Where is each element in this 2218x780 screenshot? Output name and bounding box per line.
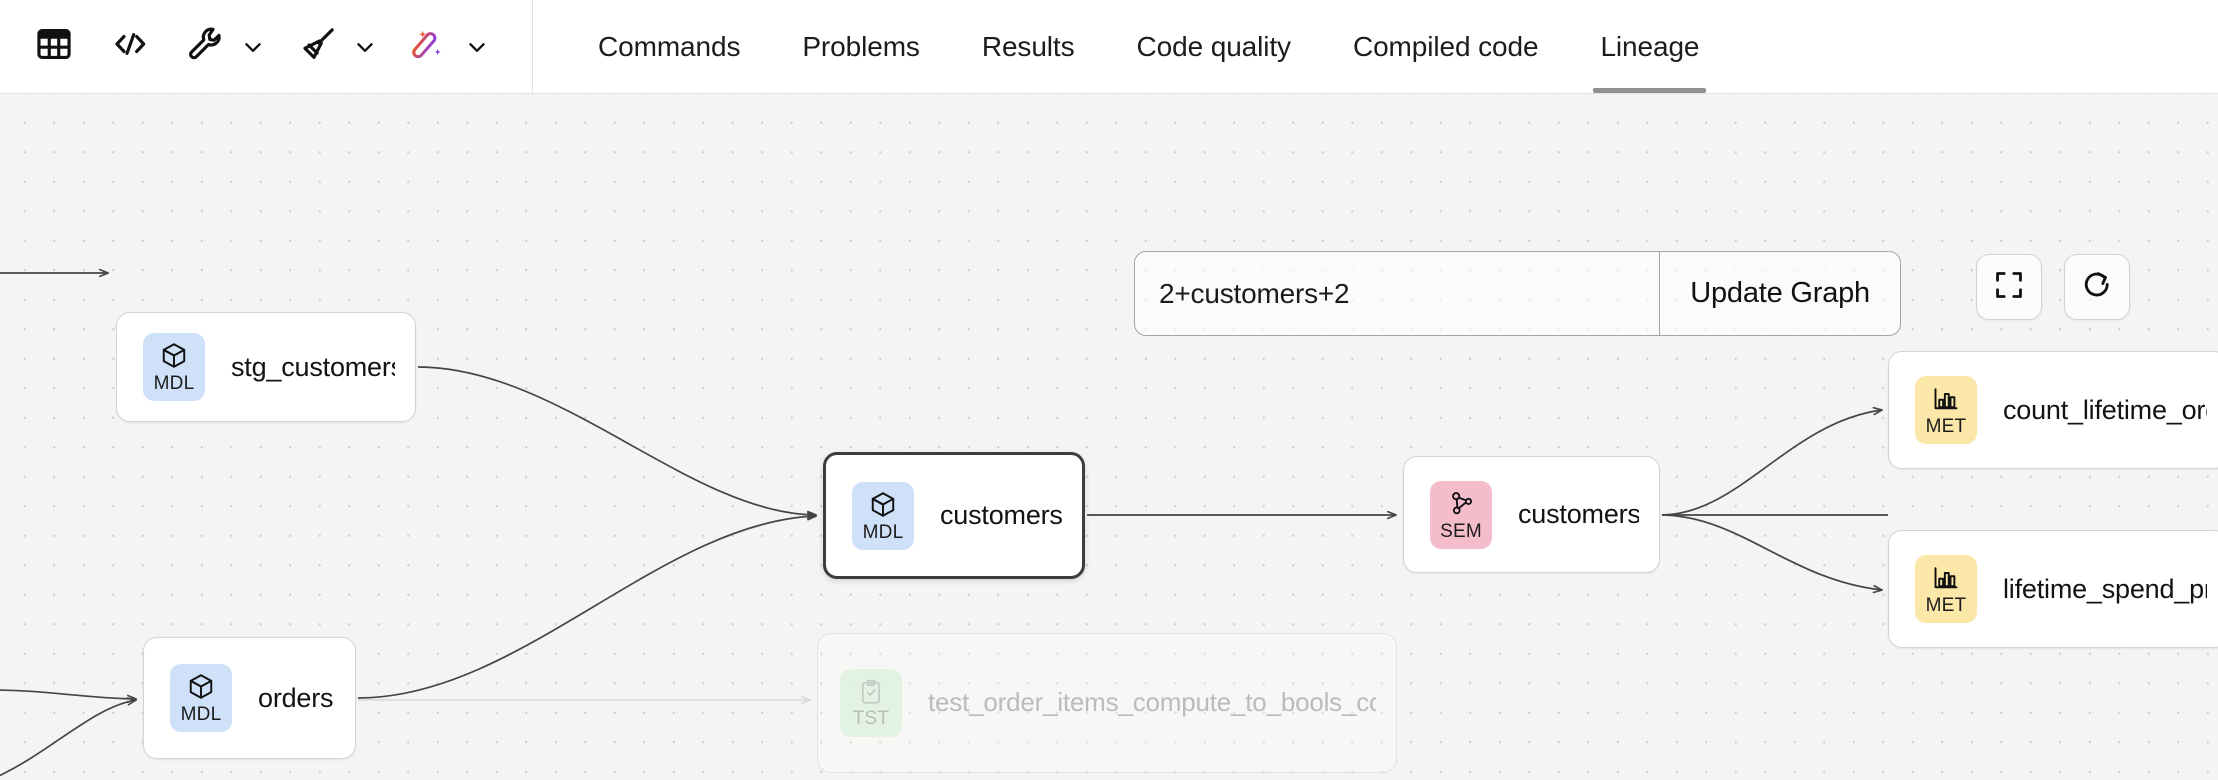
edge-offscreen-to-orders-a (0, 689, 137, 704)
graph-node-count-lifetime-orders[interactable]: MET count_lifetime_orders (1888, 351, 2218, 469)
graph-search-input[interactable] (1135, 252, 1659, 335)
format-button[interactable] (290, 19, 346, 75)
edge-stg-customers-to-customers (417, 366, 817, 520)
build-button[interactable] (178, 19, 234, 75)
panel-tabs: Commands Problems Results Code quality C… (567, 0, 1730, 93)
edge-orders-to-customers (357, 512, 817, 699)
tab-problems[interactable]: Problems (802, 30, 920, 62)
badge-label: MDL (862, 521, 904, 543)
badge-label: MDL (180, 704, 222, 725)
node-label: test_order_items_compute_to_bools_correc… (928, 687, 1376, 718)
graph-node-stg-customers[interactable]: MDL stg_customers (116, 312, 416, 422)
cube-icon (186, 672, 216, 702)
edge-offscreen-to-orders-b (0, 697, 137, 777)
canvas-controls (1976, 254, 2130, 320)
node-label: stg_customers (231, 351, 395, 382)
cube-icon (868, 490, 898, 520)
node-label: count_lifetime_orders (2003, 394, 2207, 425)
code-view-icon (110, 24, 150, 69)
lineage-canvas[interactable]: MDL stg_customers MDL orders (0, 94, 2218, 780)
build-menu-group[interactable] (178, 19, 272, 75)
tab-code-quality[interactable]: Code quality (1136, 30, 1292, 62)
node-type-badge-mdl: MDL (170, 664, 232, 732)
code-view-button[interactable] (102, 19, 158, 75)
node-label: customers (1518, 499, 1639, 529)
broom-icon (298, 24, 338, 69)
bar-chart-icon (1931, 384, 1961, 414)
fit-view-button[interactable] (1976, 254, 2042, 320)
edge-sem-to-lifetime-spend (1661, 514, 1883, 594)
graph-node-customers-model[interactable]: MDL customers (823, 452, 1085, 579)
graph-search-bar: Update Graph (1134, 251, 1901, 336)
update-graph-button[interactable]: Update Graph (1660, 252, 1900, 335)
edge-sem-to-count-lifetime-orders (1661, 406, 1883, 516)
refresh-button[interactable] (2064, 254, 2130, 320)
app-header: Commands Problems Results Code quality C… (0, 0, 2218, 94)
table-view-button[interactable] (26, 19, 82, 75)
ai-assist-button[interactable] (402, 19, 458, 75)
graph-node-test-order-items[interactable]: TST test_order_items_compute_to_bools_co… (817, 633, 1397, 773)
ai-assist-chevron-down-icon[interactable] (458, 19, 496, 75)
tab-lineage[interactable]: Lineage (1569, 0, 1730, 93)
build-chevron-down-icon[interactable] (234, 19, 272, 75)
node-type-badge-mdl: MDL (143, 333, 205, 401)
tab-results[interactable]: Results (981, 30, 1075, 62)
editor-toolbar (0, 0, 533, 93)
badge-label: TST (852, 708, 890, 729)
node-type-badge-met: MET (1915, 376, 1977, 444)
badge-label: MET (1925, 416, 1967, 437)
format-menu-group[interactable] (290, 19, 384, 75)
node-label: orders (258, 682, 334, 713)
node-label: customers (940, 500, 1062, 530)
tab-commands[interactable]: Commands (598, 30, 741, 62)
cube-icon (159, 341, 189, 371)
graph-node-lifetime-spend-pretax[interactable]: MET lifetime_spend_pretax (1888, 530, 2218, 648)
format-chevron-down-icon[interactable] (346, 19, 384, 75)
node-type-badge-tst: TST (840, 669, 902, 737)
node-type-badge-sem: SEM (1430, 480, 1492, 549)
lineage-edges (0, 268, 1888, 777)
clipboard-check-icon (857, 678, 885, 706)
node-type-badge-mdl: MDL (852, 481, 914, 550)
node-type-badge-met: MET (1915, 555, 1977, 623)
badge-label: MET (1925, 595, 1967, 616)
network-graph-icon (1446, 489, 1476, 519)
tab-compiled-code[interactable]: Compiled code (1352, 30, 1539, 62)
badge-label: SEM (1440, 520, 1482, 542)
ai-wand-icon (410, 24, 450, 69)
badge-label: MDL (153, 373, 195, 394)
ai-assist-menu-group[interactable] (402, 19, 496, 75)
search-divider (1658, 252, 1661, 335)
toolbar-divider (532, 0, 533, 93)
graph-node-orders[interactable]: MDL orders (143, 637, 356, 759)
bar-chart-icon (1931, 563, 1961, 593)
wrench-icon (186, 24, 226, 69)
node-label: lifetime_spend_pretax (2003, 573, 2207, 604)
graph-node-customers-semantic[interactable]: SEM customers (1403, 456, 1660, 573)
refresh-icon (2080, 268, 2114, 307)
table-view-icon (35, 25, 73, 68)
fit-view-icon (1993, 269, 2025, 306)
